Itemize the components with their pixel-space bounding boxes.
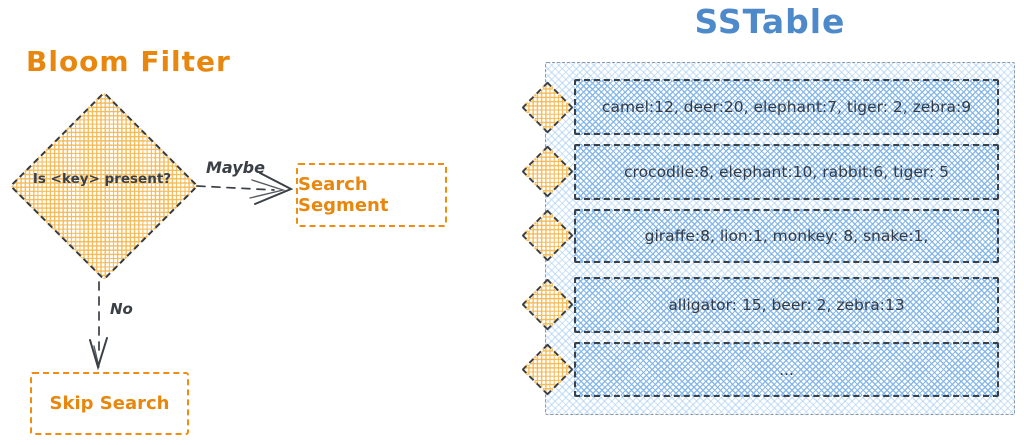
maybe-arrow xyxy=(196,172,294,205)
sstable-segment-row: camel:12, deer:20, elephant:7, tiger: 2,… xyxy=(574,79,999,135)
sstable-segment-row: crocodile:8, elephant:10, rabbit:6, tige… xyxy=(574,144,999,200)
decision-label: Is <key> present? xyxy=(32,171,172,187)
skip-search-box: Skip Search xyxy=(30,372,189,435)
segment-entries: giraffe:8, lion:1, monkey: 8, snake:1, xyxy=(644,227,929,245)
sstable-segment-row: giraffe:8, lion:1, monkey: 8, snake:1, xyxy=(574,209,999,263)
search-segment-label: Search Segment xyxy=(298,174,389,216)
no-arrow xyxy=(89,281,108,371)
sstable-segment-row: alligator: 15, beer: 2, zebra:13 xyxy=(574,277,999,333)
no-edge-label: No xyxy=(110,300,133,318)
bloom-filter-title: Bloom Filter xyxy=(26,45,231,78)
sstable-segment-row: ... xyxy=(574,342,999,397)
maybe-edge-label: Maybe xyxy=(206,158,265,177)
segment-entries: alligator: 15, beer: 2, zebra:13 xyxy=(668,296,905,314)
segment-entries: ... xyxy=(779,360,794,379)
sstable-title: SSTable xyxy=(694,2,846,41)
skip-search-label: Skip Search xyxy=(49,393,170,414)
segment-entries: camel:12, deer:20, elephant:7, tiger: 2,… xyxy=(601,98,972,116)
segment-entries: crocodile:8, elephant:10, rabbit:6, tige… xyxy=(624,163,949,181)
search-segment-box: Search Segment xyxy=(296,163,447,227)
